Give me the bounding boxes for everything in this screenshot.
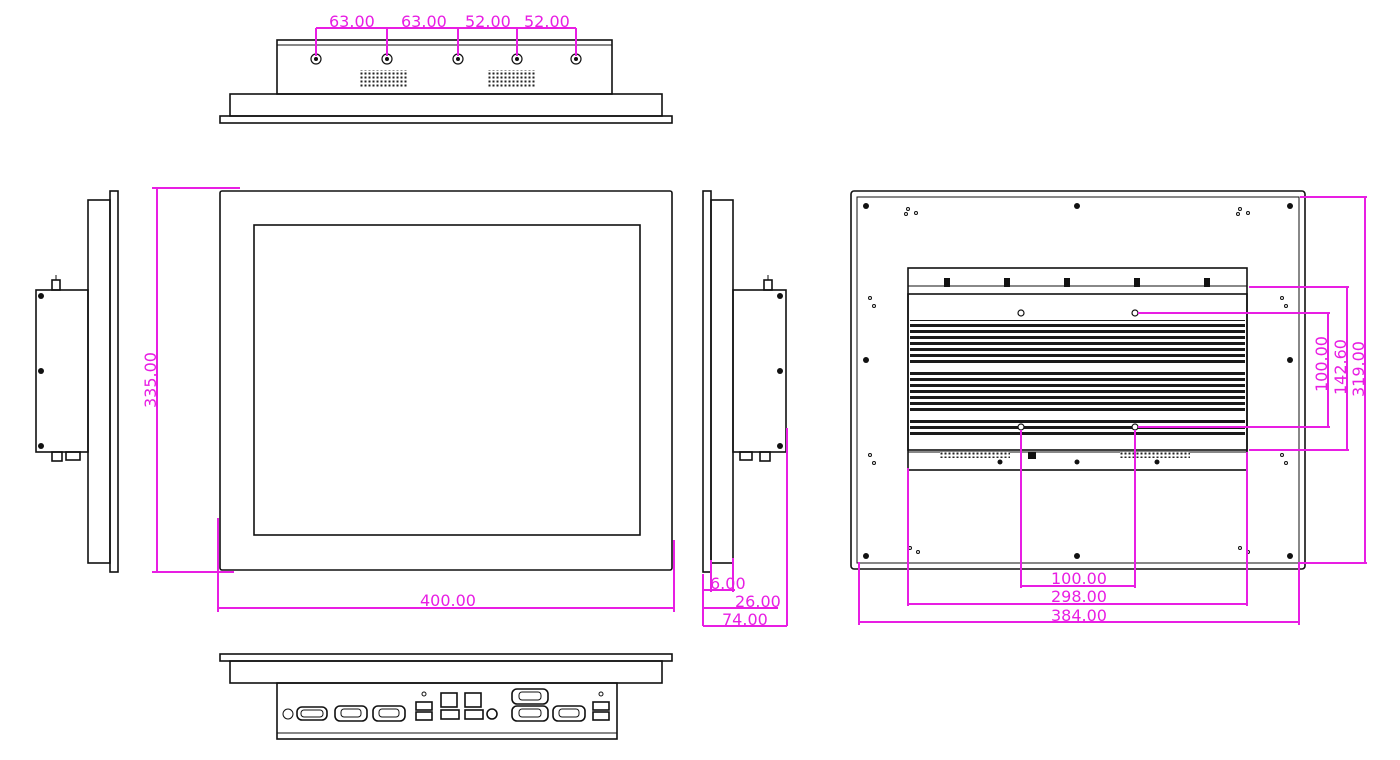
dim-back-box-height: 142.60: [1331, 339, 1350, 395]
dim-back-box-width: 298.00: [1051, 587, 1107, 606]
back-height-dimensions: [1138, 196, 1367, 564]
dim-front-width: 400.00: [420, 591, 476, 610]
dim-back-vesa-horizontal: 100.00: [1051, 569, 1107, 588]
dim-side-depth: 74.00: [722, 610, 768, 629]
top-mount-studs: [310, 53, 582, 65]
top-vent-left: [360, 70, 408, 88]
right-side-view: 6.00 26.00 74.00: [702, 190, 788, 629]
dim-front-height: 335.00: [141, 352, 160, 408]
side-depth-dimensions: [702, 428, 788, 627]
dim-top-spacing-3: 52.00: [465, 12, 511, 31]
top-view: 63.00 63.00 52.00 52.00: [219, 12, 673, 124]
bottom-view: [219, 653, 673, 740]
dim-back-vesa-vertical: 100.00: [1312, 336, 1331, 392]
top-vent-right: [487, 70, 535, 88]
dim-side-bezel: 6.00: [710, 574, 746, 593]
dim-back-height: 319.00: [1349, 341, 1368, 397]
front-view: 335.00 400.00: [141, 187, 675, 612]
top-dimension-chain: [315, 27, 577, 56]
back-heatsink-box: [907, 267, 1248, 471]
back-width-dimensions: [858, 430, 1300, 625]
dim-top-spacing-2: 63.00: [401, 12, 447, 31]
heatsink-top-studs: [944, 278, 1210, 287]
dim-side-panel: 26.00: [735, 592, 781, 611]
front-width-dimension: [217, 518, 675, 612]
dim-top-spacing-1: 63.00: [329, 12, 375, 31]
dim-back-width: 384.00: [1051, 606, 1107, 625]
back-view: 100.00 298.00 384.00 100.00 142.60 319.0…: [850, 190, 1368, 625]
io-ports: [282, 688, 610, 722]
dim-top-spacing-4: 52.00: [524, 12, 570, 31]
back-perimeter-screws: [863, 203, 1293, 559]
left-side-view: [35, 190, 119, 573]
front-height-dimension: [152, 187, 240, 573]
